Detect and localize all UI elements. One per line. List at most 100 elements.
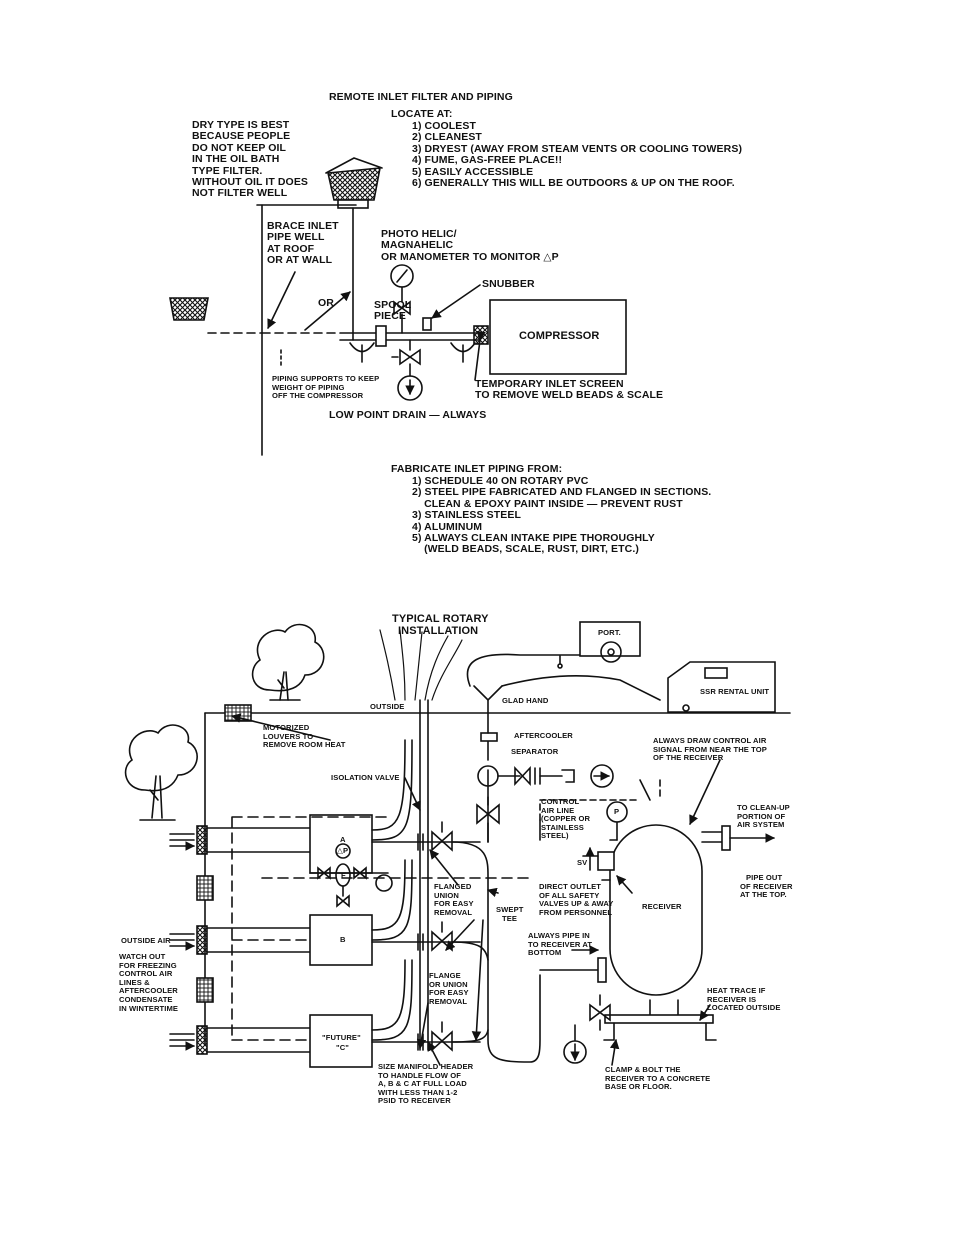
aftercooler: [480, 732, 498, 742]
note-line: AT THE TOP.: [740, 890, 787, 900]
outside-air-label: OUTSIDE AIR: [121, 936, 171, 945]
note-line: OFF THE COMPRESSOR: [272, 391, 364, 401]
locate-item: 5) EASILY ACCESSIBLE: [412, 165, 534, 178]
note-line: OF RECEIVER: [740, 881, 793, 891]
note-line: ALWAYS PIPE IN: [528, 931, 590, 940]
note-line: AT ROOF: [267, 242, 315, 255]
note-line: FOR EASY: [434, 899, 474, 909]
fabricate-item: 1) SCHEDULE 40 ON ROTARY PVC: [412, 475, 589, 487]
note-line: CONTROL AIR: [119, 969, 173, 979]
flanged-union-a: [417, 833, 424, 851]
isolation-valve: [476, 803, 500, 825]
note-line: OF ALL SAFETY: [539, 890, 600, 900]
note-line: PIPE OUT: [746, 873, 783, 882]
unit-c-label-2: "C": [336, 1043, 349, 1052]
watch-out-note: WATCH OUT FOR FREEZING CONTROL AIR LINES…: [119, 952, 178, 1013]
or-label: OR: [318, 297, 334, 309]
note-line: RECEIVER IS: [707, 994, 757, 1004]
pressure-label: P: [614, 807, 620, 816]
locate-list: 1) COOLEST 2) CLEANEST 3) DRYEST (AWAY F…: [412, 120, 742, 189]
note-line: LINES &: [119, 977, 150, 987]
filter-label: F: [341, 871, 346, 880]
note-line: TO CLEAN-UP: [737, 803, 790, 812]
locate-item: 2) CLEANEST: [412, 131, 482, 144]
note-line: TO REMOVE WELD BEADS & SCALE: [475, 389, 664, 402]
note-line: IN THE OIL BATH: [192, 153, 280, 166]
fabricate-item: CLEAN & EPOXY PAINT INSIDE — PREVENT RUS…: [412, 497, 683, 510]
section-title-top: REMOTE INLET FILTER AND PIPING: [329, 91, 513, 103]
intake-2: [196, 925, 208, 955]
receiver-label: RECEIVER: [642, 902, 682, 911]
snubber: [422, 317, 432, 331]
note-line: LOCATED OUTSIDE: [707, 1003, 781, 1013]
supports-note: PIPING SUPPORTS TO KEEP WEIGHT OF PIPING…: [272, 374, 380, 401]
note-line: MOTORIZED: [263, 723, 310, 732]
locate-heading: LOCATE AT:: [391, 108, 453, 120]
drain-valve: [399, 348, 421, 366]
receiver-tank: [609, 824, 703, 996]
title-line: TYPICAL ROTARY: [392, 613, 489, 625]
inlet-screen: [473, 325, 489, 345]
spool-label: SPOOL PIECE: [374, 299, 412, 323]
note-line: STEEL): [541, 831, 569, 841]
drain-note: LOW POINT DRAIN — ALWAYS: [329, 409, 487, 421]
note-line: CONTROL: [541, 797, 580, 806]
note-line: PORTION OF: [737, 811, 786, 821]
title-line: INSTALLATION: [398, 625, 479, 637]
roof-filter-alt: [169, 297, 209, 321]
note-line: UNION: [434, 890, 459, 900]
note-line: WITH LESS THAN 1-2: [378, 1087, 458, 1097]
spool-piece: [375, 325, 387, 347]
note-line: PIPE WELL: [267, 231, 325, 244]
unit-c-label: "FUTURE": [322, 1033, 361, 1042]
note-line: A, B & C AT FULL LOAD: [378, 1079, 467, 1089]
fabricate-item: 4) ALUMINUM: [412, 520, 483, 533]
louver-wall-2: [196, 977, 214, 1003]
note-line: WITHOUT OIL IT DOES: [192, 176, 309, 189]
note-line: LOUVERS TO: [263, 731, 314, 741]
note-line: WEIGHT OF PIPING: [272, 382, 345, 392]
unit-b-label: B: [340, 935, 346, 944]
note-line: PIPING SUPPORTS TO KEEP: [272, 374, 380, 383]
tree-top: [251, 623, 325, 701]
clamp-note: CLAMP & BOLT THE RECEIVER TO A CONCRETE …: [605, 1065, 711, 1092]
note-line: REMOVAL: [434, 907, 473, 917]
note-line: FLANGED: [434, 882, 472, 891]
note-line: FROM PERSONNEL: [539, 907, 613, 917]
fabricate-item: 5) ALWAYS CLEAN INTAKE PIPE THOROUGHLY: [412, 532, 655, 545]
concrete-base: [604, 1014, 714, 1024]
valve-c: [431, 1030, 453, 1052]
flanged-union-note: FLANGED UNION FOR EASY REMOVAL: [434, 882, 474, 917]
outside-label: OUTSIDE: [370, 702, 405, 711]
note-line: SPOOL: [374, 299, 412, 311]
drain-trap: [397, 375, 423, 401]
note-line: BECAUSE PEOPLE: [192, 130, 291, 143]
louver-wall-1: [196, 875, 214, 901]
note-line: OR AT WALL: [267, 254, 333, 267]
note-line: OR MANOMETER TO MONITOR △P: [381, 250, 559, 263]
note-line: AIR LINE: [541, 805, 575, 815]
note-line: REMOVAL: [429, 996, 468, 1006]
note-line: BRACE INLET: [267, 220, 339, 232]
note-line: CONDENSATE: [119, 994, 173, 1004]
portable-compressor: [579, 621, 641, 657]
locate-item: 4) FUME, GAS-FREE PLACE!!: [412, 154, 563, 167]
note-line: PSID TO RECEIVER: [378, 1096, 451, 1106]
fabricate-list: 1) SCHEDULE 40 ON ROTARY PVC 2) STEEL PI…: [412, 475, 711, 556]
aftercooler-label: AFTERCOOLER: [514, 731, 573, 740]
flanged-union-b: [417, 933, 424, 951]
note-line: OF THE RECEIVER: [653, 753, 724, 763]
ssr-rental-unit: [667, 661, 776, 713]
fabricate-item: (WELD BEADS, SCALE, RUST, DIRT, ETC.): [412, 543, 639, 556]
note-line: RECEIVER TO A CONCRETE: [605, 1073, 711, 1083]
note-line: SIGNAL FROM NEAR THE TOP: [653, 744, 767, 754]
note-line: FOR EASY: [429, 988, 469, 998]
dry-type-note: DRY TYPE IS BEST BECAUSE PEOPLE DO NOT K…: [192, 119, 309, 200]
note-line: AIR SYSTEM: [737, 820, 785, 830]
note-line: AFTERCOOLER: [119, 986, 178, 996]
note-line: TO HANDLE FLOW OF: [378, 1070, 461, 1080]
note-line: PIECE: [374, 310, 407, 323]
note-line: FOR FREEZING: [119, 960, 177, 970]
intake-1: [196, 825, 208, 855]
